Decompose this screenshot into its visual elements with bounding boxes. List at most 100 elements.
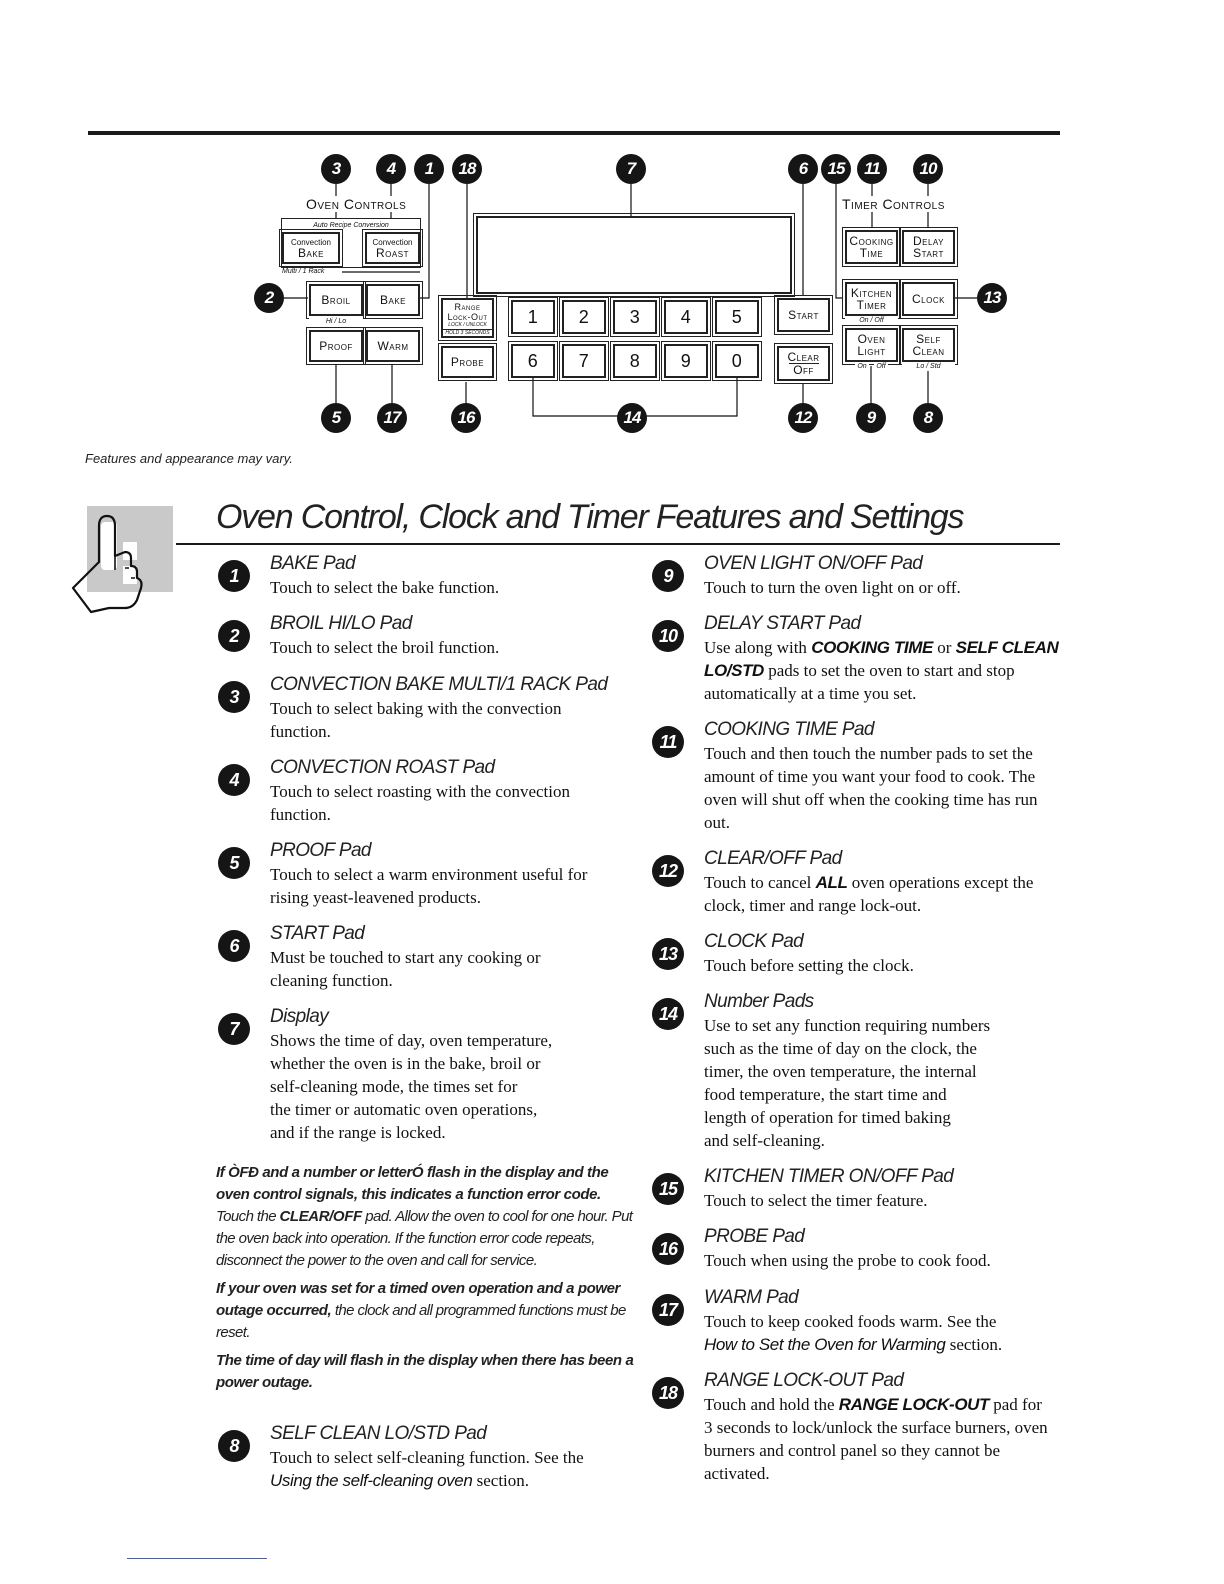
number-pad-1[interactable]: 1 bbox=[508, 297, 558, 337]
probe-pad[interactable]: Probe bbox=[438, 343, 497, 381]
cooking-time-label-1: Cooking bbox=[849, 234, 894, 248]
self-clean-label-2: Clean bbox=[912, 344, 945, 358]
number-pad-0[interactable]: 0 bbox=[712, 341, 762, 381]
number-pad-4[interactable]: 4 bbox=[661, 297, 711, 337]
convection-bake-pad[interactable]: Convection Bake bbox=[279, 229, 343, 267]
timer-on-off-label: On / Off bbox=[845, 317, 898, 325]
feature-title: WARM Pad bbox=[704, 1287, 799, 1308]
feature-body: Touch and hold the RANGE LOCK-OUT pad fo… bbox=[704, 1393, 1049, 1485]
heading-rule bbox=[176, 543, 1060, 545]
callout-17: 17 bbox=[377, 403, 407, 433]
note-bold: If ÒFÐ and a number or letterÓ flash in … bbox=[216, 1164, 609, 1203]
feature-body-line: whether the oven is in the bake, broil o… bbox=[270, 1054, 541, 1073]
delay-start-pad[interactable]: Delay Start bbox=[899, 227, 958, 267]
feature-body-line: the timer or automatic oven operations, bbox=[270, 1100, 538, 1119]
feature-number-13: 13 bbox=[652, 938, 684, 970]
feature-number-6: 6 bbox=[218, 930, 250, 962]
footer-line bbox=[127, 1558, 267, 1559]
delay-start-label-2: Start bbox=[913, 246, 944, 260]
note-keyword: CLEAR/OFF bbox=[279, 1208, 363, 1225]
callout-3: 3 bbox=[321, 154, 351, 184]
feature-body-line: self-cleaning mode, the times set for bbox=[270, 1077, 518, 1096]
feature-item-9: 9 OVEN LIGHT ON/OFF Pad Touch to turn th… bbox=[652, 552, 1064, 599]
section-reference: How to Set the Oven for Warming bbox=[704, 1335, 946, 1354]
feature-title: CLOCK Pad bbox=[704, 931, 804, 952]
feature-title: COOKING TIME Pad bbox=[704, 719, 874, 740]
feature-body-text: Touch to cancel bbox=[704, 873, 816, 892]
range-lockout-pad[interactable]: Range Lock-Out LOCK / UNLOCK HOLD 3 SECO… bbox=[438, 295, 497, 341]
feature-body-line: such as the time of day on the clock, th… bbox=[704, 1039, 977, 1058]
hand-icon-box bbox=[71, 506, 173, 614]
hold-3-seconds-label: HOLD 3 SECONDS bbox=[443, 329, 492, 337]
pad-keyword: ALL bbox=[815, 873, 848, 892]
note-text: the clock and all programmed functions m… bbox=[216, 1302, 626, 1341]
callout-9: 9 bbox=[856, 403, 886, 433]
feature-body-line: and self-cleaning. bbox=[704, 1131, 825, 1150]
feature-body-text: section. bbox=[945, 1335, 1003, 1354]
number-pad-8[interactable]: 8 bbox=[610, 341, 660, 381]
feature-body-line: length of operation for timed baking bbox=[704, 1108, 951, 1127]
feature-item-14: 14 Number Pads Use to set any function r… bbox=[652, 990, 1060, 1152]
callout-13: 13 bbox=[977, 283, 1007, 313]
kitchen-timer-label-2: Timer bbox=[856, 298, 887, 312]
callout-15: 15 bbox=[821, 154, 851, 184]
oven-light-pad[interactable]: Oven Light bbox=[842, 325, 901, 365]
number-pad-6[interactable]: 6 bbox=[508, 341, 558, 381]
proof-pad[interactable]: Proof bbox=[306, 327, 366, 365]
number-pad-2[interactable]: 2 bbox=[559, 297, 609, 337]
number-pad-7[interactable]: 7 bbox=[559, 341, 609, 381]
feature-item-4: 4 CONVECTION ROAST Pad Touch to select r… bbox=[218, 756, 620, 826]
bake-pad[interactable]: Bake bbox=[363, 281, 423, 319]
start-pad[interactable]: Start bbox=[774, 295, 833, 335]
feature-body: Touch to cancel ALL oven operations exce… bbox=[704, 871, 1060, 917]
feature-item-13: 13 CLOCK Pad Touch before setting the cl… bbox=[652, 930, 1064, 977]
feature-number-15: 15 bbox=[652, 1173, 684, 1205]
auto-recipe-label: Auto Recipe Conversion bbox=[282, 222, 420, 230]
number-pad-5[interactable]: 5 bbox=[712, 297, 762, 337]
self-clean-pad[interactable]: Self Clean bbox=[899, 325, 958, 365]
feature-body: Touch to select baking with the convecti… bbox=[270, 699, 562, 741]
feature-body-text: pad for 3 seconds to lock/unlock the sur… bbox=[704, 1395, 1048, 1483]
feature-item-5: 5 PROOF Pad Touch to select a warm envir… bbox=[218, 839, 615, 909]
cooking-time-pad[interactable]: Cooking Time bbox=[842, 227, 901, 267]
callout-4: 4 bbox=[376, 154, 406, 184]
clock-pad[interactable]: Clock bbox=[899, 279, 958, 319]
feature-body: Touch to keep cooked foods warm. See the… bbox=[704, 1310, 1060, 1356]
warm-pad[interactable]: Warm bbox=[363, 327, 423, 365]
feature-number-11: 11 bbox=[652, 726, 684, 758]
feature-body: Touch to select the timer feature. bbox=[704, 1191, 928, 1210]
feature-title: BAKE Pad bbox=[270, 553, 356, 574]
feature-body-line: Shows the time of day, oven temperature, bbox=[270, 1031, 553, 1050]
callout-8: 8 bbox=[913, 403, 943, 433]
feature-item-16: 16 PROBE Pad Touch when using the probe … bbox=[652, 1225, 1064, 1272]
feature-number-10: 10 bbox=[652, 620, 684, 652]
feature-title: Number Pads bbox=[704, 991, 814, 1012]
feature-number-1: 1 bbox=[218, 560, 250, 592]
number-pad-3[interactable]: 3 bbox=[610, 297, 660, 337]
notes-block: If ÒFÐ and a number or letterÓ flash in … bbox=[216, 1162, 636, 1400]
note-text: Touch the bbox=[216, 1208, 280, 1225]
kitchen-timer-label-1: Kitchen bbox=[850, 286, 893, 300]
number-pad-9[interactable]: 9 bbox=[661, 341, 711, 381]
feature-body-text: Use along with bbox=[704, 638, 812, 657]
clear-label: Clear bbox=[787, 350, 820, 364]
feature-title: START Pad bbox=[270, 923, 365, 944]
range-lockout-label: Range Lock-Out bbox=[447, 302, 488, 322]
feature-item-12: 12 CLEAR/OFF Pad Touch to cancel ALL ove… bbox=[652, 847, 1060, 917]
clear-off-pad[interactable]: Clear Off bbox=[774, 343, 833, 384]
feature-number-17: 17 bbox=[652, 1294, 684, 1326]
callout-14: 14 bbox=[617, 403, 647, 433]
convection-roast-small-label: Convection bbox=[372, 237, 413, 247]
cooking-time-label-2: Time bbox=[859, 246, 884, 260]
feature-title: SELF CLEAN LO/STD Pad bbox=[270, 1423, 487, 1444]
feature-number-5: 5 bbox=[218, 847, 250, 879]
feature-body: Use along with COOKING TIME or SELF CLEA… bbox=[704, 636, 1060, 705]
convection-roast-pad[interactable]: Convection Roast bbox=[362, 229, 423, 267]
hi-lo-label: Hi / Lo bbox=[309, 318, 363, 326]
feature-body: Use to set any function requiring number… bbox=[704, 1014, 1060, 1152]
broil-pad[interactable]: Broil bbox=[306, 281, 366, 319]
feature-item-8: 8 SELF CLEAN LO/STD Pad Touch to select … bbox=[218, 1422, 632, 1492]
pad-keyword: SELF CLEAN LO/STD bbox=[704, 638, 1059, 680]
kitchen-timer-pad[interactable]: Kitchen Timer bbox=[842, 279, 901, 319]
feature-body: Touch to turn the oven light on or off. bbox=[704, 578, 961, 597]
